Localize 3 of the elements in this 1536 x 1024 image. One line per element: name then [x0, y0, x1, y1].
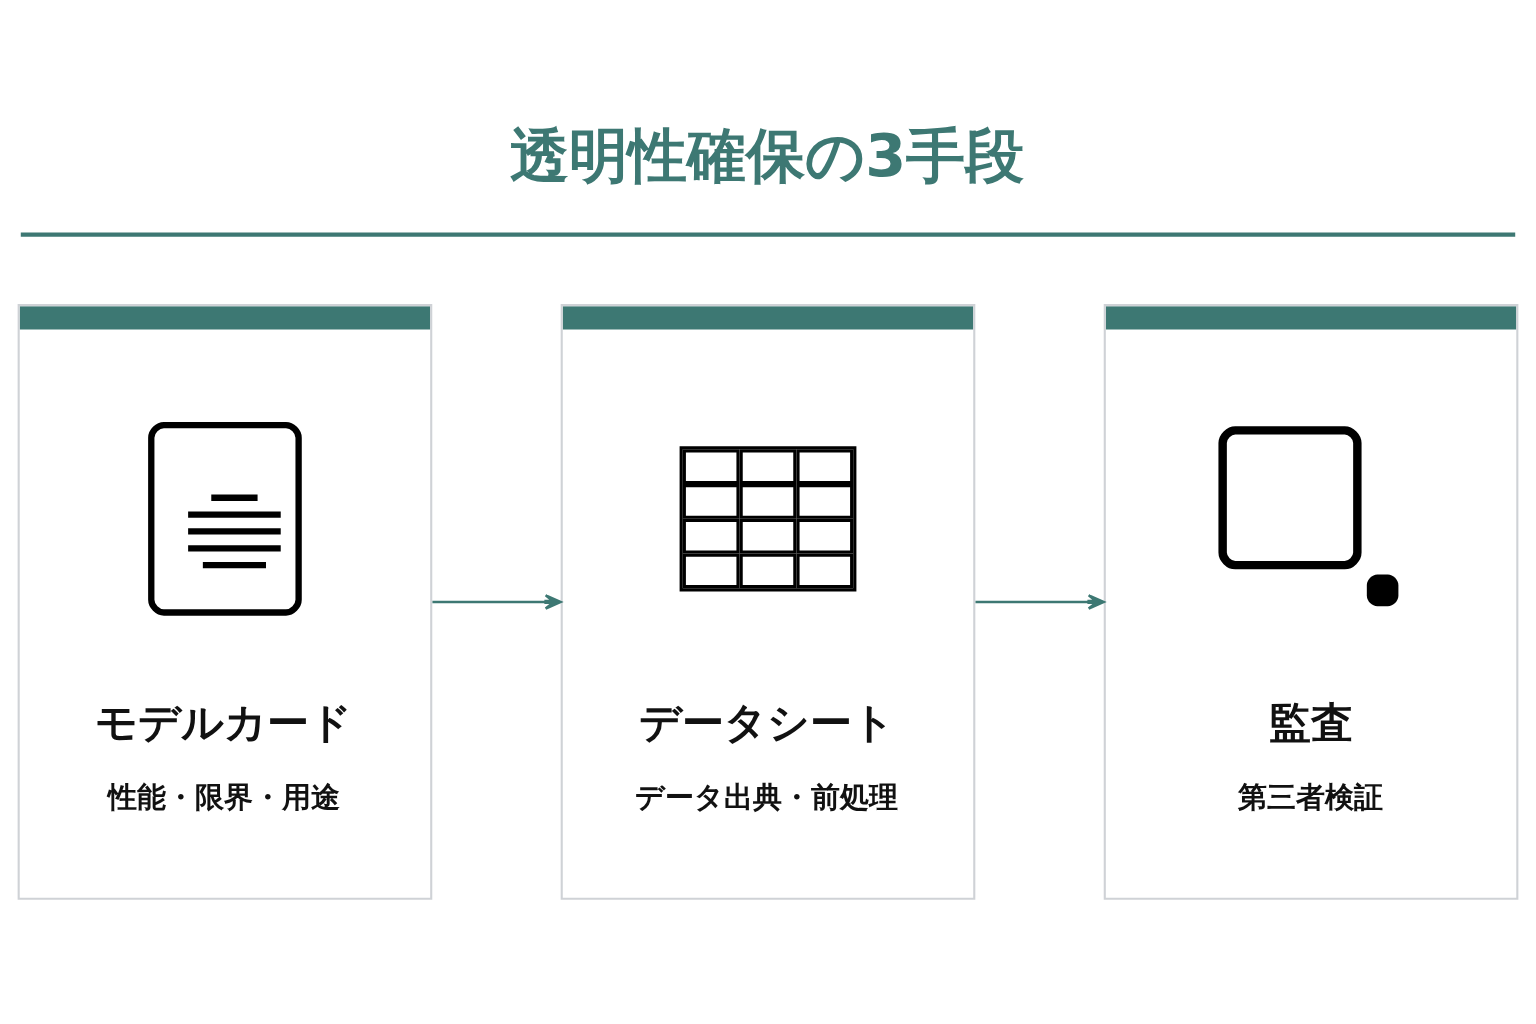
diagram-title: 透明性確保の3手段 [510, 120, 1025, 190]
arrow [432, 593, 562, 610]
arrow [975, 593, 1105, 610]
